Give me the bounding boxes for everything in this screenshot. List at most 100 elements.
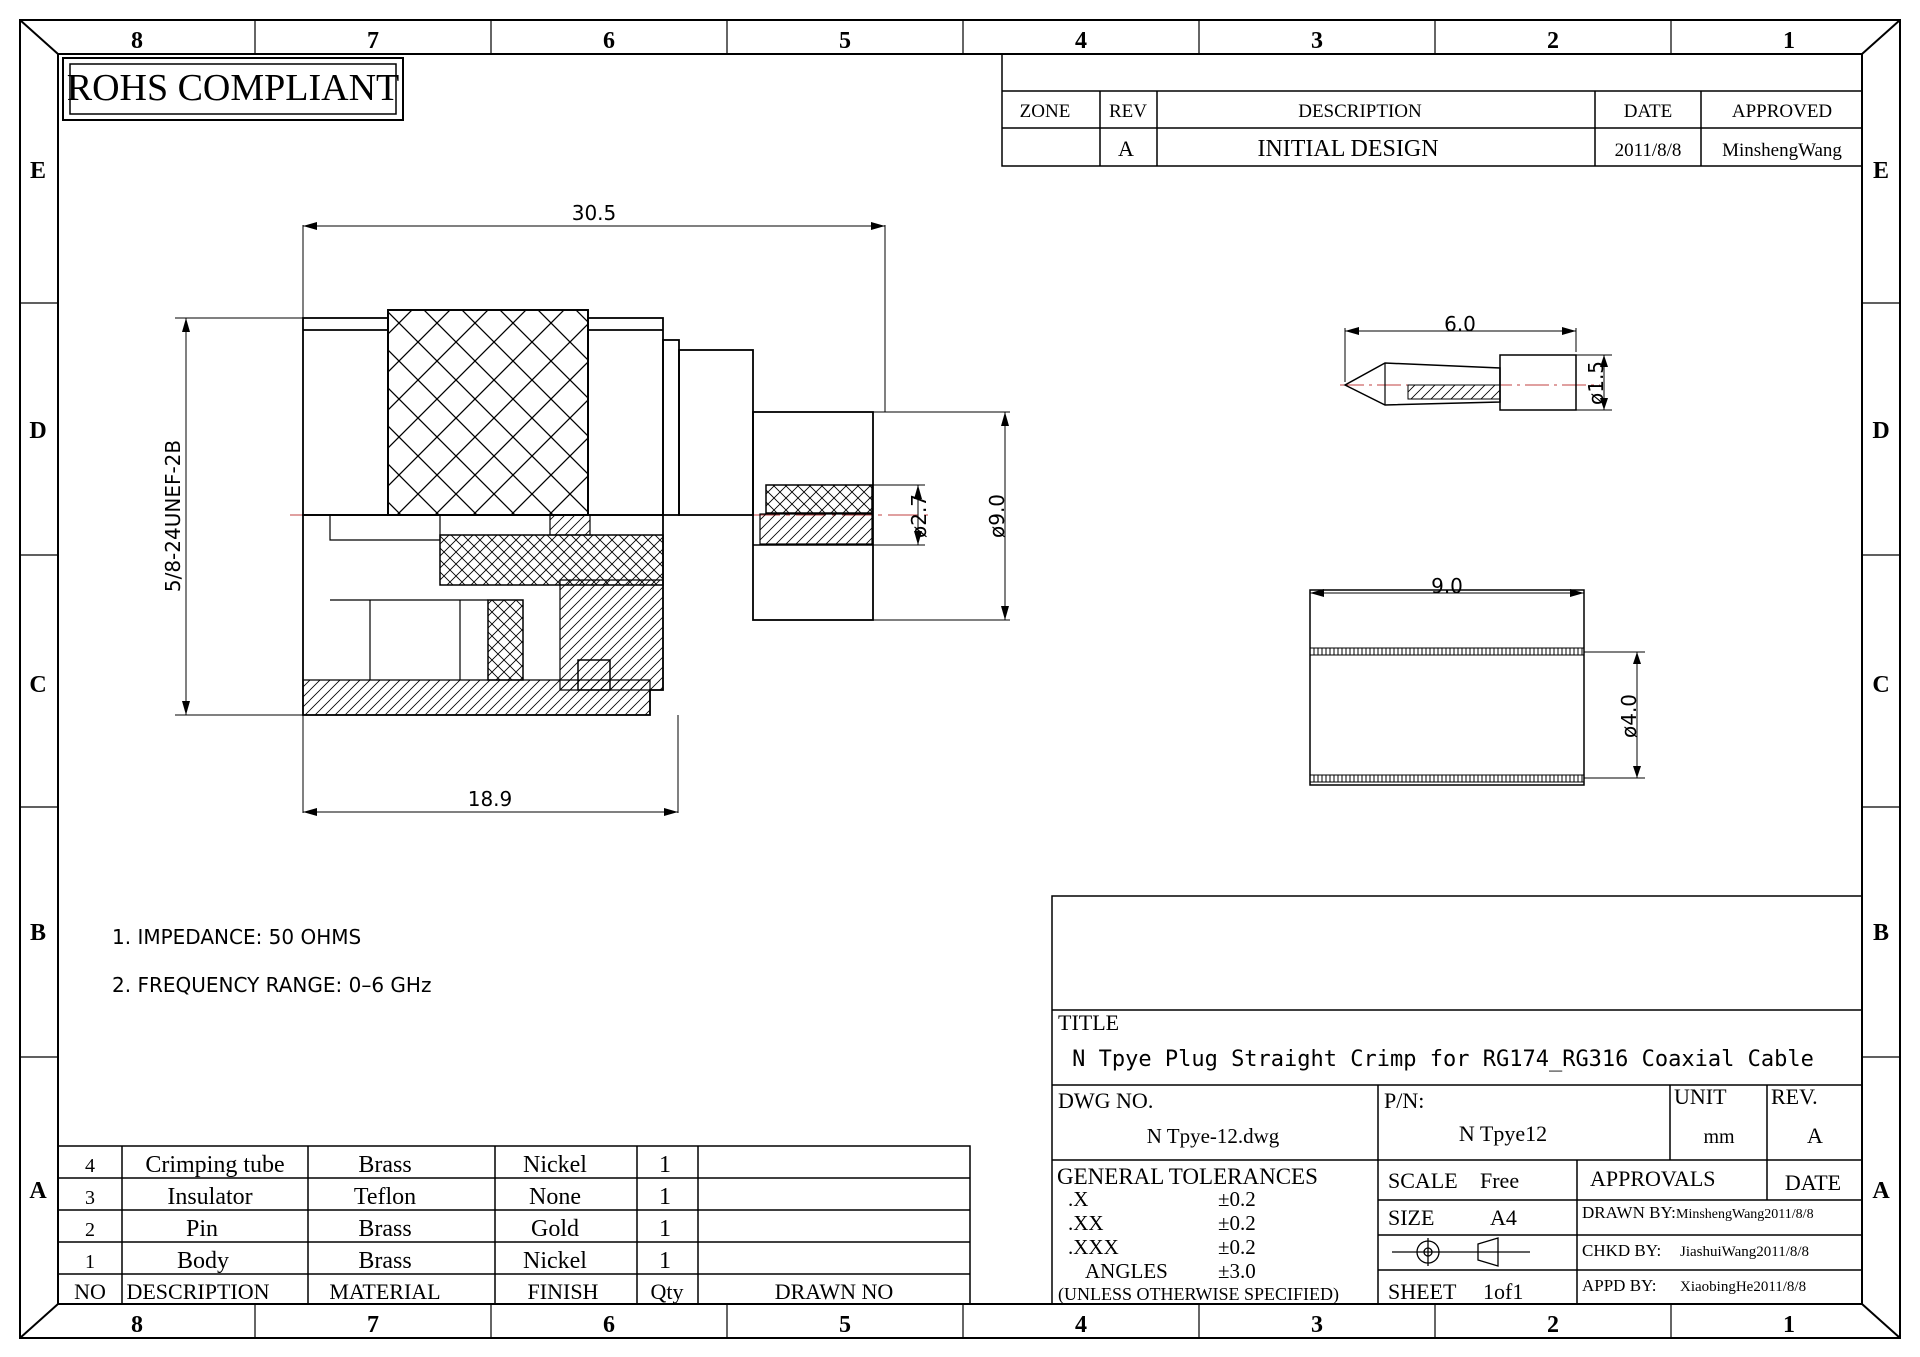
col-label-bottom: 5 xyxy=(839,1312,851,1338)
tolerance-key: .XX xyxy=(1068,1211,1104,1235)
approvals-label: APPROVALS xyxy=(1590,1166,1716,1191)
drawn-by-label: DRAWN BY: xyxy=(1582,1203,1676,1222)
dim-pin-diameter: ø2.7 xyxy=(907,494,931,538)
row-label-left: B xyxy=(30,920,46,946)
title-block: TITLE N Tpye Plug Straight Crimp for RG1… xyxy=(1051,895,1863,1305)
bom-row: 4 Crimping tube Brass Nickel 1 xyxy=(85,1152,671,1178)
tolerance-key: .X xyxy=(1068,1187,1088,1211)
row-label-right: D xyxy=(1872,418,1889,444)
bom-header-no: NO xyxy=(74,1279,106,1304)
rev-letter: A xyxy=(1118,136,1134,161)
rev-approved: MinshengWang xyxy=(1722,140,1842,161)
tolerance-value: ±3.0 xyxy=(1218,1259,1256,1283)
size: A4 xyxy=(1490,1205,1517,1230)
col-label-bottom: 1 xyxy=(1783,1312,1795,1338)
bom-qty: 1 xyxy=(659,1184,671,1210)
bom-no: 4 xyxy=(85,1155,95,1177)
bom-header-finish: FINISH xyxy=(528,1279,599,1304)
note-impedance: 1. IMPEDANCE: 50 OHMS xyxy=(112,925,361,949)
rev-header-zone: ZONE xyxy=(1020,101,1071,122)
col-label-bottom: 6 xyxy=(603,1312,615,1338)
col-label-bottom: 8 xyxy=(131,1312,143,1338)
bom-finish: Nickel xyxy=(523,1248,587,1274)
chkd-by-label: CHKD BY: xyxy=(1582,1241,1661,1260)
bom-header-material: MATERIAL xyxy=(329,1279,440,1304)
bom-header-description: DESCRIPTION xyxy=(126,1279,269,1304)
col-label-bottom: 3 xyxy=(1311,1312,1323,1338)
bom-qty: 1 xyxy=(659,1248,671,1274)
part-number: N Tpye12 xyxy=(1459,1121,1547,1146)
bom-qty: 1 xyxy=(659,1152,671,1178)
row-label-right: B xyxy=(1873,920,1889,946)
connector-section-drawing: 30.5 18.9 5/8-24UNEF-2B ø2.7 ø9.0 xyxy=(161,201,1010,816)
bom-header-qty: Qty xyxy=(651,1279,684,1304)
revision-table: ZONE REV DESCRIPTION DATE APPROVED A INI… xyxy=(1001,53,1863,167)
dim-overall-length: 30.5 xyxy=(572,201,617,225)
size-label: SIZE xyxy=(1388,1205,1434,1230)
appd-by-label: APPD BY: xyxy=(1582,1276,1657,1295)
col-label-bottom: 7 xyxy=(367,1312,379,1338)
dim-tube-diameter: ø9.0 xyxy=(985,494,1009,538)
col-label-top: 4 xyxy=(1075,28,1087,54)
col-label-top: 5 xyxy=(839,28,851,54)
frame-column-labels: 8 7 6 5 4 3 2 1 8 7 6 5 4 3 2 1 xyxy=(131,28,1795,1338)
rev-label: REV. xyxy=(1771,1084,1818,1109)
note-frequency: 2. FREQUENCY RANGE: 0–6 GHz xyxy=(112,973,431,997)
bom-header: NO DESCRIPTION MATERIAL FINISH Qty DRAWN… xyxy=(74,1279,893,1304)
chkd-by: JiashuiWang2011/8/8 xyxy=(1680,1244,1809,1260)
bom-description: Body xyxy=(177,1248,229,1274)
rev-date: 2011/8/8 xyxy=(1615,140,1682,161)
row-label-left: C xyxy=(29,672,46,698)
bom-qty: 1 xyxy=(659,1216,671,1242)
tolerance-list: .X ±0.2 .XX ±0.2 .XXX ±0.2 ANGLES ±3.0 xyxy=(1068,1187,1256,1283)
bom-no: 2 xyxy=(85,1219,95,1241)
unit-label: UNIT xyxy=(1674,1084,1727,1109)
col-label-top: 1 xyxy=(1783,28,1795,54)
col-label-top: 7 xyxy=(367,28,379,54)
row-label-right: E xyxy=(1873,158,1889,184)
pn-label: P/N: xyxy=(1384,1088,1424,1113)
dim-thread: 5/8-24UNEF-2B xyxy=(161,440,185,592)
appd-by: XiaobingHe2011/8/8 xyxy=(1680,1279,1806,1295)
date-label: DATE xyxy=(1785,1170,1841,1195)
bom-row: 2 Pin Brass Gold 1 xyxy=(85,1216,671,1242)
bom-no: 3 xyxy=(85,1187,95,1209)
unit: mm xyxy=(1703,1126,1735,1148)
dim-pin-length: 6.0 xyxy=(1444,312,1476,336)
col-label-top: 8 xyxy=(131,28,143,54)
dim-pin-tip-diameter: ø1.5 xyxy=(1584,361,1608,405)
drawing-title: N Tpye Plug Straight Crimp for RG174_RG3… xyxy=(1072,1047,1814,1072)
rohs-compliant-text: ROHS COMPLIANT xyxy=(67,67,400,109)
drawn-by: MinshengWang2011/8/8 xyxy=(1676,1207,1814,1222)
bom-no: 1 xyxy=(85,1251,95,1273)
col-label-top: 2 xyxy=(1547,28,1559,54)
frame-row-labels: E D C B A E D C B A xyxy=(29,158,1890,1204)
bom-table: 4 Crimping tube Brass Nickel 1 3 Insulat… xyxy=(57,1145,971,1305)
tolerance-note: (UNLESS OTHERWISE SPECIFIED) xyxy=(1058,1284,1339,1305)
bom-description: Crimping tube xyxy=(145,1152,284,1178)
bom-material: Brass xyxy=(358,1248,411,1274)
tolerance-key: ANGLES xyxy=(1085,1259,1168,1283)
scale-label: SCALE xyxy=(1388,1168,1458,1193)
row-label-left: E xyxy=(30,158,46,184)
dim-insulator-diameter: ø4.0 xyxy=(1617,694,1641,738)
dwg-no-label: DWG NO. xyxy=(1058,1088,1153,1113)
row-label-right: A xyxy=(1872,1178,1890,1204)
insulator-detail-drawing: 9.0 ø4.0 xyxy=(1309,574,1645,786)
bom-finish: None xyxy=(529,1184,581,1210)
tolerances-label: GENERAL TOLERANCES xyxy=(1057,1164,1318,1189)
notes: 1. IMPEDANCE: 50 OHMS 2. FREQUENCY RANGE… xyxy=(112,925,431,997)
bom-finish: Gold xyxy=(531,1216,579,1242)
row-label-left: A xyxy=(29,1178,47,1204)
tolerance-value: ±0.2 xyxy=(1218,1211,1256,1235)
tolerance-key: .XXX xyxy=(1068,1235,1119,1259)
row-label-left: D xyxy=(29,418,46,444)
bom-header-drawn-no: DRAWN NO xyxy=(775,1279,894,1304)
col-label-bottom: 4 xyxy=(1075,1312,1087,1338)
rev-value: A xyxy=(1807,1123,1823,1148)
sheet-frame xyxy=(19,19,1901,1339)
pin-detail-drawing: 6.0 ø1.5 xyxy=(1340,312,1612,411)
title-label: TITLE xyxy=(1058,1010,1119,1035)
bom-material: Brass xyxy=(358,1216,411,1242)
col-label-bottom: 2 xyxy=(1547,1312,1559,1338)
